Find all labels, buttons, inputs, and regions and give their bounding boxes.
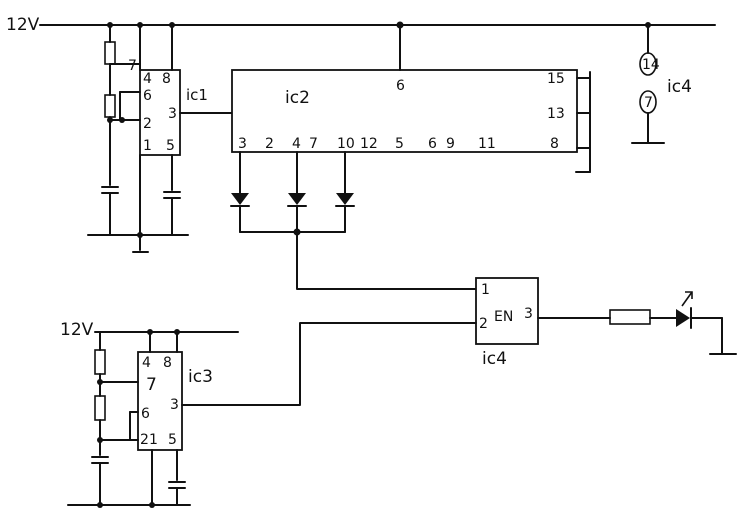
ic4-pin-1: 1	[481, 282, 490, 298]
resistor-r-led	[609, 309, 651, 325]
ic3-pin-3: 3	[170, 397, 179, 413]
junction	[119, 117, 125, 123]
ic4-pin-3: 3	[524, 306, 533, 322]
ic3-pin-4: 4	[142, 355, 151, 371]
ic4-pin-14: 14	[642, 57, 660, 73]
ic3-group: 12V ic3 4 8 7 6 3 2 1 5	[60, 320, 477, 508]
resistor-r2	[104, 94, 116, 118]
ic4-body	[475, 277, 539, 345]
ic2-pin-3: 3	[238, 136, 247, 152]
wire-to-ic4-pin1	[296, 231, 477, 290]
ic4-en-label: EN	[494, 309, 513, 325]
ic4-label: ic4	[482, 349, 507, 369]
ic4-group: 1 2 EN 3 ic4	[475, 277, 737, 369]
ic1-pin-8: 8	[162, 71, 171, 87]
ic2-pin-2: 2	[265, 136, 274, 152]
ic3-pin-6: 6	[141, 406, 150, 422]
junction	[97, 379, 103, 385]
ic2-pin-5: 5	[395, 136, 404, 152]
resistor-r3	[94, 349, 106, 375]
ic2-pin-11: 11	[478, 136, 496, 152]
junction	[107, 117, 113, 123]
supply-label-bottom: 12V	[60, 320, 94, 340]
ic1-group: ic1 7 4 8 6 2 3 1 5	[87, 24, 233, 253]
resistor-r1	[104, 41, 116, 65]
ic4-pin-14-circle	[639, 52, 657, 76]
ic3-pin-1: 1	[149, 432, 158, 448]
ic3-pin-8: 8	[163, 355, 172, 371]
ic2-pin-6: 6	[428, 136, 437, 152]
ic4-pin-2: 2	[479, 316, 488, 332]
ic1-pin-6: 6	[143, 88, 152, 104]
ic3-label: ic3	[188, 367, 213, 387]
ic2-pin-8: 8	[550, 136, 559, 152]
wire-to-ic4-pin2	[181, 322, 477, 406]
ic3-body	[137, 351, 183, 451]
ic2-pin-top: 6	[396, 78, 405, 94]
ic4-top-label: ic4	[667, 77, 692, 97]
diode-d3	[336, 193, 354, 205]
ic2-pin-15: 15	[547, 71, 565, 87]
ic2-pin-4: 4	[292, 136, 301, 152]
ic3-pin-5: 5	[168, 432, 177, 448]
ic1-pin-4: 4	[143, 71, 152, 87]
junction	[97, 502, 103, 508]
ic2-group: ic2 6 3 2 4 7 10 12 5 6 9 11 15 13 8	[231, 24, 591, 173]
diode-group	[230, 151, 477, 290]
ic2-pin-9: 9	[446, 136, 455, 152]
junction	[137, 232, 143, 238]
diode-d1	[231, 193, 249, 205]
diode-d2	[288, 193, 306, 205]
led-diode	[676, 309, 690, 327]
ic2-pin-13: 13	[547, 106, 565, 122]
ic3-pin-7: 7	[146, 375, 157, 395]
ic2-label: ic2	[285, 88, 310, 108]
ic3-pin-2: 2	[140, 432, 149, 448]
ic2-body	[231, 69, 578, 153]
junction	[149, 502, 155, 508]
ic1-pin-5: 5	[166, 138, 175, 154]
ic4-supply-group: 14 7 ic4	[631, 24, 692, 144]
resistor-r4	[94, 395, 106, 421]
ic1-pin-7: 7	[128, 58, 137, 74]
ic1-pin-1: 1	[143, 138, 152, 154]
ic2-pin-7: 7	[309, 136, 318, 152]
ic1-pin-2: 2	[143, 116, 152, 132]
ic4-pin-7: 7	[644, 95, 653, 111]
ic2-pin-12: 12	[360, 136, 378, 152]
junction	[97, 437, 103, 443]
ic1-label: ic1	[186, 86, 208, 104]
ic1-pin-3: 3	[168, 106, 177, 122]
led-arrow	[681, 291, 693, 307]
supply-label-top: 12V	[6, 15, 40, 35]
led-arrow-head	[685, 291, 693, 299]
ic2-pin-10: 10	[337, 136, 355, 152]
